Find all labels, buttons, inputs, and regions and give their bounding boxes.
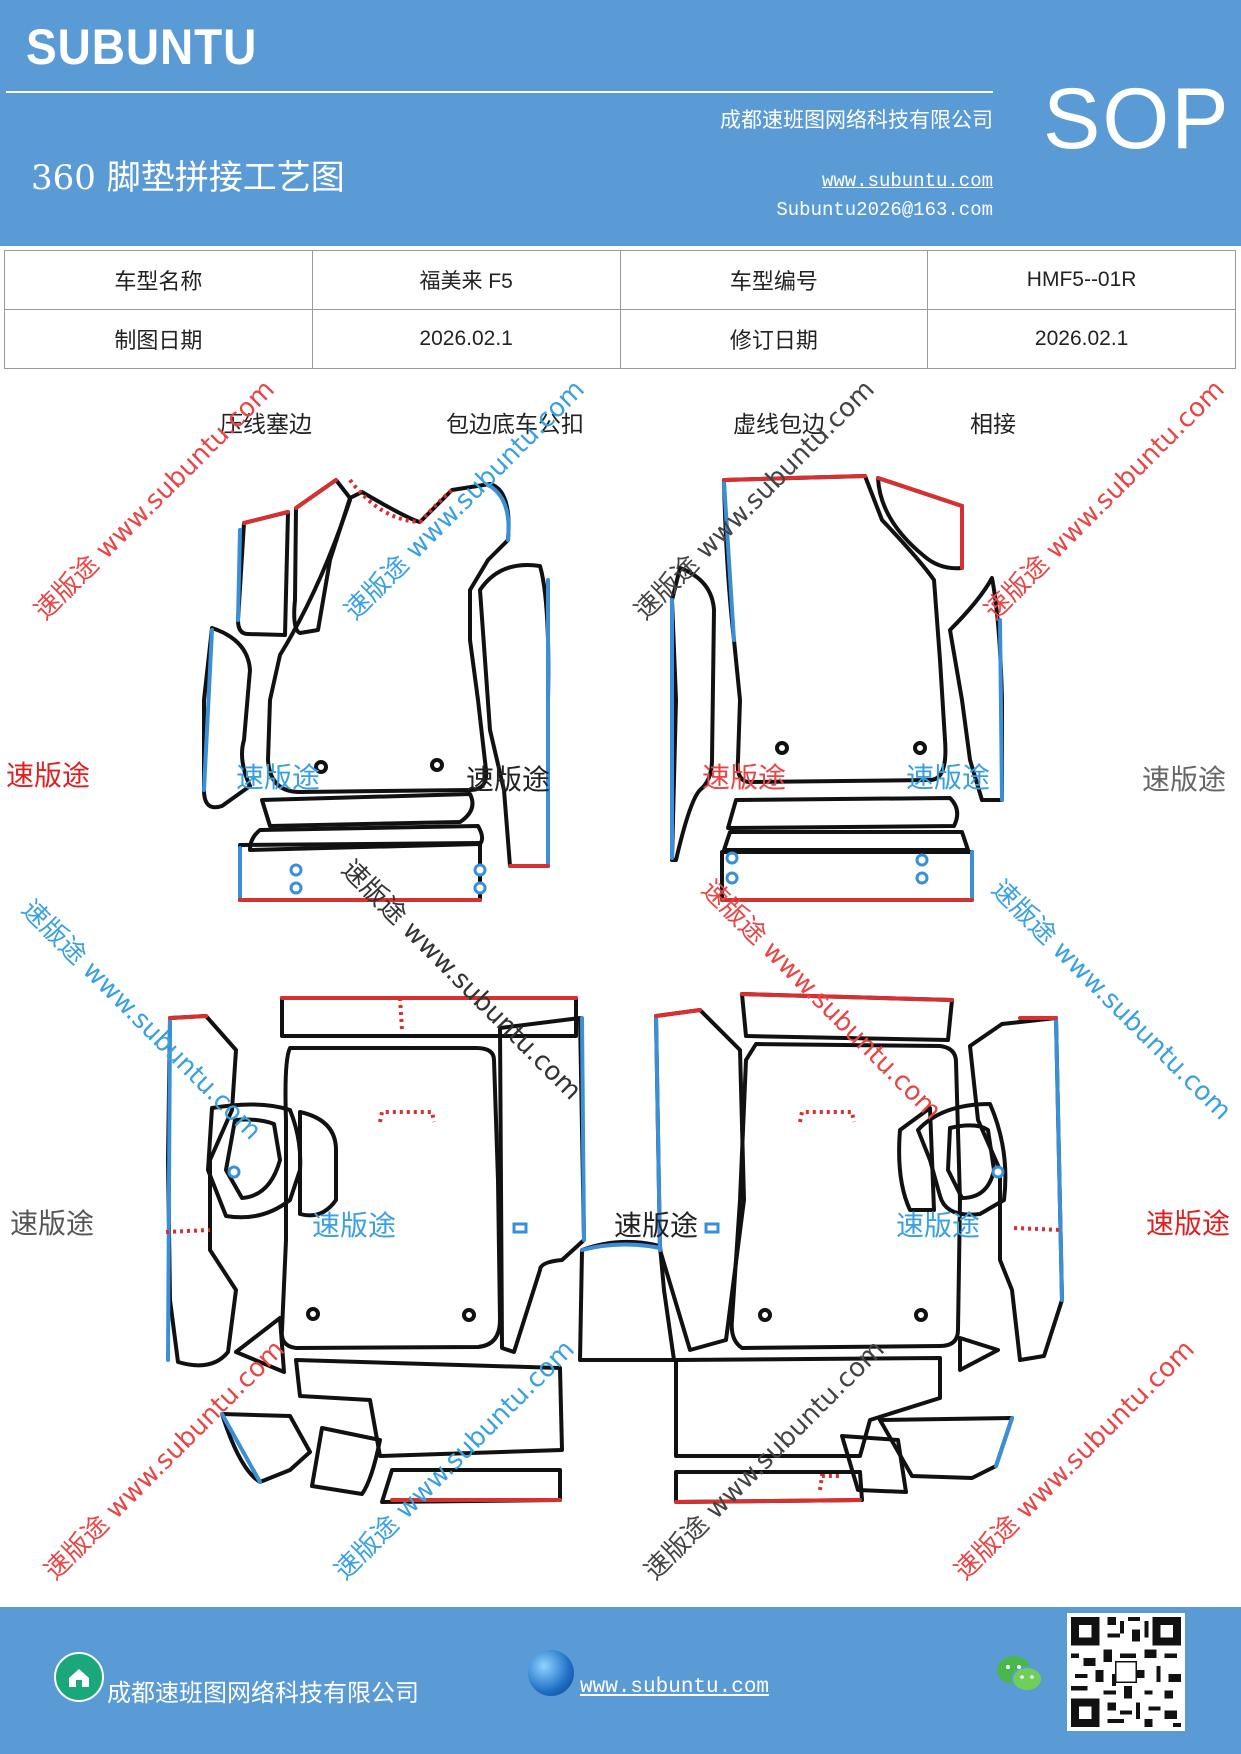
watermark-label: 速版途 <box>236 761 321 794</box>
watermark-label: 速版途 <box>466 763 551 796</box>
label-model-name: 车型名称 <box>4 250 313 310</box>
sop-label: SOP <box>1043 71 1231 167</box>
watermark-label: 速版途 <box>896 1209 981 1242</box>
watermark-label: 速版途 <box>312 1209 397 1242</box>
mat-diagram <box>165 474 1064 1504</box>
value-model-code: HMF5--01R <box>927 250 1236 310</box>
label-model-code: 车型编号 <box>619 250 929 310</box>
footer-company: 成都速班图网络科技有限公司 <box>107 1679 419 1707</box>
brand-logo: SUBUNTU <box>26 19 258 75</box>
header-banner <box>0 0 1241 246</box>
info-table: 车型名称 福美来 F5 车型编号 HMF5--01R 制图日期 2026.02.… <box>4 250 1236 369</box>
label-draw-date: 制图日期 <box>4 309 313 369</box>
watermark-label: 速版途 <box>702 761 787 794</box>
watermark-label: 速版途 <box>10 1207 95 1240</box>
watermark-label: 速版途 <box>1146 1207 1231 1240</box>
label-revise-date: 修订日期 <box>619 309 929 369</box>
watermark-label: 速版途 <box>1142 763 1227 796</box>
globe-icon <box>528 1650 574 1696</box>
header-divider <box>6 91 993 93</box>
value-draw-date: 2026.02.1 <box>311 309 621 369</box>
legend-label-dotted: 虚线包边 <box>733 412 825 438</box>
watermark-label: 速版途 <box>906 761 991 794</box>
mat-rear-right <box>654 992 1064 1504</box>
watermark-label: 速版途 <box>614 1209 699 1242</box>
legend-label-black: 相接 <box>970 412 1016 438</box>
wechat-icon <box>995 1652 1045 1696</box>
home-icon <box>54 1652 104 1702</box>
page-title: 360 脚垫拼接工艺图 <box>31 158 345 198</box>
website-link[interactable]: www.subuntu.com <box>821 170 993 192</box>
table-row: 车型名称 福美来 F5 车型编号 HMF5--01R <box>4 250 1236 310</box>
value-revise-date: 2026.02.1 <box>927 309 1236 369</box>
watermark-label: 速版途 <box>6 759 91 792</box>
footer-website-link[interactable]: www.subuntu.com <box>580 1676 770 1699</box>
legend-label-red: 包边底车公扣 <box>446 412 584 438</box>
mat-front-left <box>202 478 551 902</box>
mat-rear-left <box>166 996 676 1504</box>
company-name: 成都速班图网络科技有限公司 <box>720 108 993 132</box>
email-text: Subuntu2026@163.com <box>776 199 993 221</box>
legend-label-blue: 压线塞边 <box>220 412 312 438</box>
value-model-name: 福美来 F5 <box>311 250 621 310</box>
table-row: 制图日期 2026.02.1 修订日期 2026.02.1 <box>4 309 1236 369</box>
qr-code[interactable] <box>1067 1613 1185 1731</box>
